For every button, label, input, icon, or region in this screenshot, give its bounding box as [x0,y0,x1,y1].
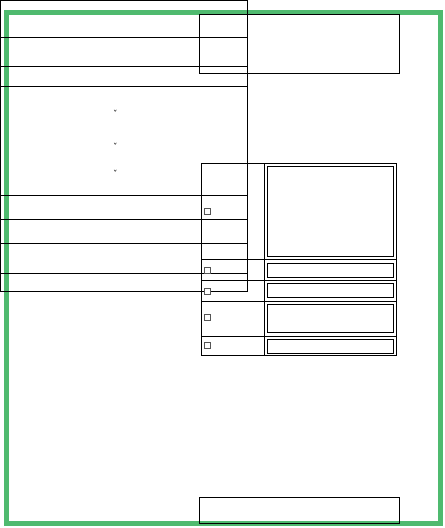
checkbox-icon[interactable] [204,288,211,295]
text-field[interactable] [267,339,394,354]
divider [1,219,248,220]
bottom-panel[interactable] [199,497,400,524]
checkbox-icon[interactable] [204,342,211,349]
text-field[interactable] [267,263,394,278]
textarea-field[interactable] [267,166,394,257]
divider [1,66,248,67]
dropdown-section: ˇ ˇ ˇ [1,87,248,195]
field-column [264,163,397,356]
chevron-down-icon[interactable]: ˇ [113,143,118,153]
divider [202,301,264,302]
checkbox-icon[interactable] [204,267,211,274]
chevron-down-icon[interactable]: ˇ [113,170,118,180]
text-field[interactable] [267,283,394,298]
divider [1,195,248,196]
left-form-panel: ˇ ˇ ˇ [0,0,248,292]
divider [265,301,396,302]
divider [265,336,396,337]
chevron-down-icon[interactable]: ˇ [113,110,118,120]
divider [1,273,248,274]
checkbox-icon[interactable] [204,208,211,215]
divider [265,280,396,281]
divider [202,259,264,260]
divider [1,37,248,38]
checkbox-icon[interactable] [204,314,211,321]
divider [202,280,264,281]
checkbox-column [201,163,265,356]
divider [1,243,248,244]
divider [265,259,396,260]
text-field[interactable] [267,304,394,333]
top-right-panel [199,14,400,74]
divider [202,336,264,337]
divider [1,86,248,87]
